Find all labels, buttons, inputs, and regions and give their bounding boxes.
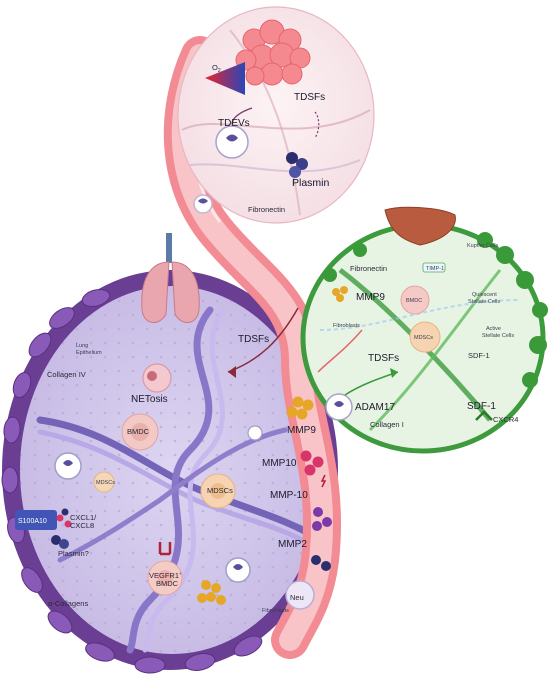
liver-fibronectin-label: Fibronectin	[350, 264, 387, 273]
cxcr4-label: CXCR4	[493, 415, 518, 424]
active-stellate-label-2: Stellate Cells	[482, 333, 514, 339]
liver-stellate-cells	[323, 232, 548, 388]
neutrophil-cell	[285, 580, 315, 610]
timp1-badge	[422, 262, 446, 273]
liver-collagen-label: Collagen I	[370, 420, 404, 429]
o2-label: O2	[212, 63, 221, 74]
lung-cells	[15, 363, 263, 605]
migration-arrows	[227, 307, 399, 396]
lung-mmp2-label: MMP2	[278, 539, 307, 550]
quiescent-label-1: Quiescent	[472, 292, 497, 298]
mdsc-small-cell	[93, 471, 115, 493]
cxcl-label-2: CXCL8	[70, 521, 94, 530]
liver-fibroblasts-label: Fibroblasts	[333, 323, 360, 329]
liver-niche	[300, 206, 548, 454]
lung-fibroblasts-label: Fibroblasts	[262, 608, 289, 614]
lung-epithelium-label-2: Epithelium	[76, 350, 102, 356]
liver-mdscs-label: MDSCs	[414, 335, 433, 341]
lung-mdscs-label: MDSCs	[207, 486, 233, 495]
liver-icon	[384, 206, 456, 246]
adam17-label: ADAM17	[355, 402, 395, 413]
cxcl-label-1: CXCL1/	[70, 513, 97, 522]
liver-bmdc-cell	[400, 285, 430, 315]
oxygen-gradient-icon	[205, 62, 245, 95]
liver-bmdc-label: BMDC	[406, 298, 422, 304]
lung-mmp-10-label: MMP-10	[270, 490, 308, 501]
vessel-exosome-icon	[193, 194, 213, 214]
vegfr1-label: VEGFR1+	[149, 571, 182, 580]
lung-bmdc-label: BMDC	[127, 427, 150, 436]
lung-tdsfs-label: TDSFs	[238, 334, 269, 345]
mmp-particles	[286, 396, 332, 571]
cxcr4-receptor-icon	[475, 410, 493, 421]
plasmin-particle	[286, 152, 298, 164]
vegfr1-bmdc-label: BMDC	[156, 579, 179, 588]
liver-sdf1-small-label: SDF-1	[468, 351, 490, 360]
a-collagens-label: α-Collagens	[48, 599, 88, 608]
timp1-label: TIMP-1	[426, 266, 444, 272]
lung-epithelial-cells	[1, 288, 302, 674]
collagen-fibers	[36, 306, 324, 654]
tumor-fibronectin-label: Fibronectin	[248, 205, 285, 214]
active-stellate-label-1: Active	[486, 326, 501, 332]
kupffer-label: Kupffer Cells	[467, 243, 499, 249]
liver-mmp9-label: MMP9	[356, 292, 385, 303]
liver-tdsfs-label: TDSFs	[368, 353, 399, 364]
quiescent-label-2: Stellate Cells	[468, 299, 500, 305]
s100a10-badge	[15, 510, 57, 530]
lung-icon	[141, 233, 200, 323]
tumor-niche	[177, 6, 375, 224]
lung-mdscs-small-label: MDSCs	[96, 480, 115, 486]
netosis-label: NETosis	[131, 394, 168, 405]
liver-sdf1-label: SDF-1	[467, 401, 496, 412]
liver-mmp9-particles	[332, 286, 348, 302]
s100a10-label: S100A10	[18, 518, 47, 525]
tdev-exosome-icon	[215, 125, 249, 159]
neu-label: Neu	[290, 593, 304, 602]
lung-plasmin-label: Plasmin?	[58, 549, 89, 558]
lung-niche	[1, 233, 338, 674]
lung-mmp9-label: MMP9	[287, 425, 316, 436]
tdevs-label: TDEVs	[218, 118, 250, 129]
collagen-iv-label: Collagen IV	[47, 370, 86, 379]
lung-epithelium-label-1: Lung	[76, 343, 88, 349]
tumor-icon	[235, 19, 311, 86]
mmp-particles-lower	[197, 580, 226, 605]
receptor-icon	[158, 542, 172, 556]
lung-mmp10-label: MMP10	[262, 458, 297, 469]
tumor-plasmin-label: Plasmin	[292, 177, 330, 189]
liver-mdsc-cell	[409, 321, 441, 353]
netosis-cell	[142, 363, 172, 393]
tumor-tdsfs-label: TDSFs	[294, 92, 325, 103]
